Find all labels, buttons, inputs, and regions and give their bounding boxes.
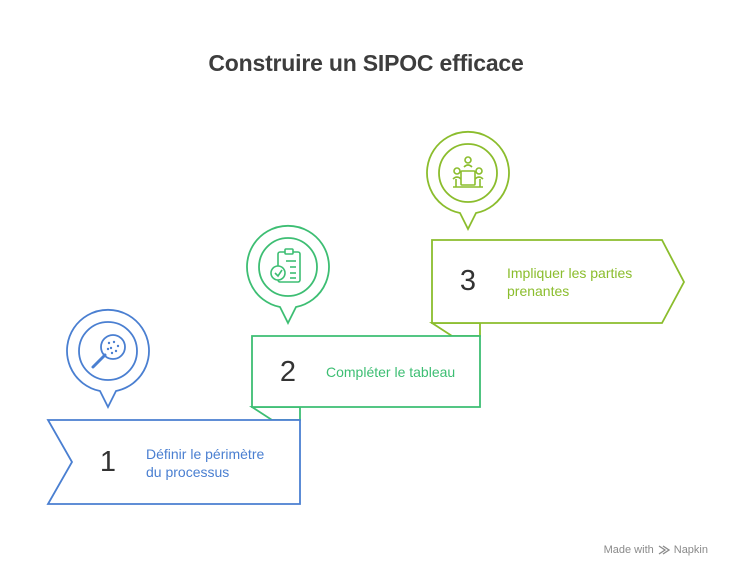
- step-3-label-line-1: Impliquer les parties: [507, 265, 633, 281]
- pin-2-outline: [246, 224, 330, 326]
- pin-1: [66, 308, 150, 410]
- step-3-label: Impliquer les parties prenantes: [507, 264, 632, 300]
- step-1: [46, 419, 301, 505]
- pin-2: [246, 224, 330, 326]
- pin-3: [426, 130, 510, 232]
- step-3-number: 3: [459, 265, 477, 297]
- napkin-logo-icon: [658, 545, 670, 555]
- step-3-shadow-fold: [428, 322, 481, 337]
- napkin-brand-text: Napkin: [673, 544, 708, 556]
- pin-3-outline: [426, 130, 510, 232]
- step-3: [428, 239, 686, 337]
- step-2-shadow-fold: [248, 406, 301, 421]
- step-2-banner: [251, 335, 481, 408]
- step-1-label-line-1: Définir le périmètre: [146, 446, 265, 462]
- step-1-banner: [46, 419, 301, 505]
- made-with-text: Made with: [603, 544, 654, 556]
- diagram-title: Construire un SIPOC efficace: [208, 50, 524, 76]
- step-2-number: 2: [279, 356, 297, 388]
- magnifier-icon: [91, 334, 126, 369]
- step-3-label-line-2: prenantes: [507, 283, 570, 299]
- step-1-number: 1: [99, 446, 117, 478]
- step-1-label-line-2: du processus: [146, 464, 230, 480]
- step-2-label: Compléter le tableau: [326, 364, 456, 380]
- meeting-people-icon: [452, 156, 484, 188]
- step-1-label: Définir le périmètre du processus: [146, 445, 264, 481]
- napkin-credit: Made with Napkin: [604, 544, 708, 556]
- step-2: [248, 335, 481, 421]
- clipboard-check-icon: [270, 248, 301, 283]
- step-3-banner: [431, 239, 686, 324]
